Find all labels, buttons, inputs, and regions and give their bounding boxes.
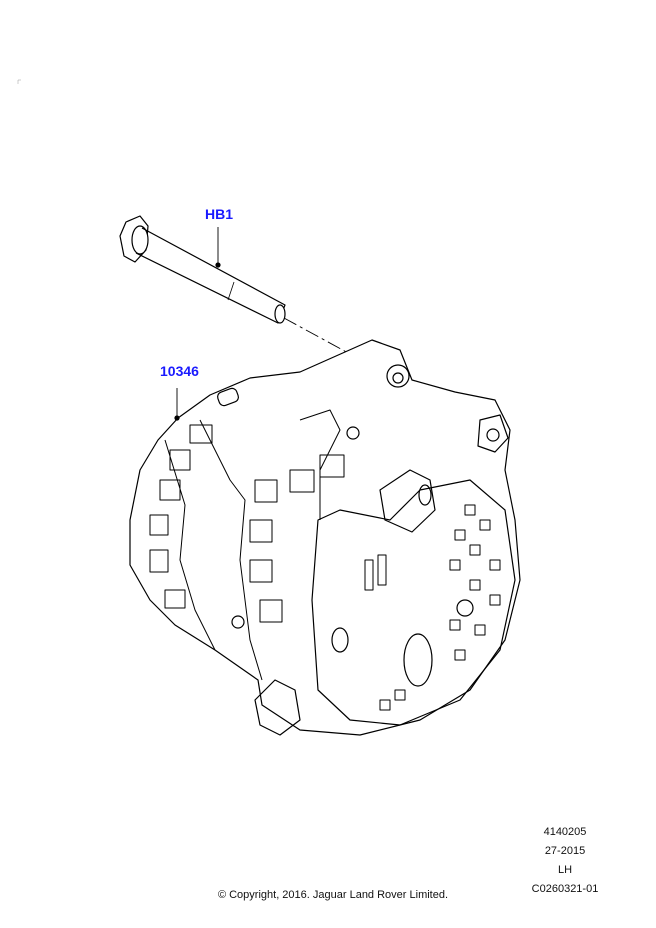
copyright-text: © Copyright, 2016. Jaguar Land Rover Lim… xyxy=(217,889,449,901)
meta-code2: 27-2015 xyxy=(544,845,586,857)
meta-side: LH xyxy=(557,864,573,876)
callout-10346[interactable]: 10346 xyxy=(160,363,199,379)
meta-code1: 4140205 xyxy=(543,826,587,838)
meta-illustration-id: C0260321-01 xyxy=(531,883,599,895)
alternator-drawing xyxy=(129,339,521,736)
callout-hb1[interactable]: HB1 xyxy=(205,206,234,222)
